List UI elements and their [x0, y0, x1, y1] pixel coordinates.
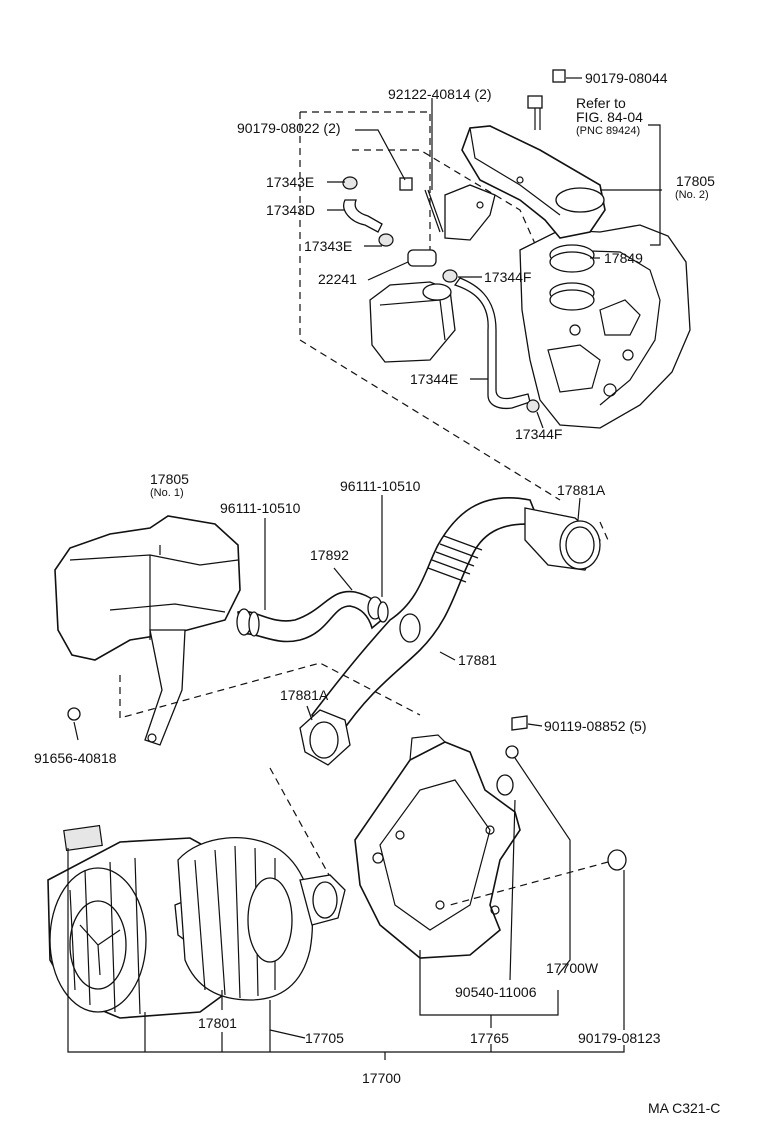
callout-90179-08123: 90179-08123: [578, 1030, 661, 1046]
callout-90540-11006: 90540-11006: [455, 984, 537, 1000]
callout-91656-40818: 91656-40818: [34, 750, 117, 766]
callout-17881A-lower: 17881A: [280, 687, 329, 703]
callout-17700W: 17700W: [546, 960, 599, 976]
callout-96111-10510-right: 96111-10510: [340, 478, 421, 494]
callout-17805-no1-sub: (No. 1): [150, 487, 184, 499]
tank-illustration: [369, 281, 456, 363]
callout-17892: 17892: [310, 547, 349, 563]
callout-17849: 17849: [604, 250, 643, 266]
mid-leader-lines: [67, 495, 581, 741]
callout-17881A-upper: 17881A: [557, 482, 606, 498]
callout-17705: 17705: [305, 1030, 344, 1046]
callout-92122-40814: 92122-40814 (2): [388, 86, 492, 102]
callout-17805-no2-sub: (No. 2): [675, 189, 709, 201]
callout-90119-08852: 90119-08852 (5): [544, 718, 646, 734]
callout-17765: 17765: [470, 1030, 509, 1046]
top-leader-lines: [327, 77, 662, 429]
blower-motor-assembly: [47, 824, 346, 1019]
callout-17343E-upper: 17343E: [266, 174, 314, 190]
mid-group-boundary: [119, 521, 609, 896]
hose-17892: [236, 590, 389, 643]
callout-17344E: 17344E: [410, 371, 458, 387]
callout-labels: 90179-08044 92122-40814 (2) Refer to FIG…: [34, 70, 720, 1116]
callout-17700: 17700: [362, 1070, 401, 1086]
bottom-leader-lines: [67, 723, 625, 1060]
callout-17344F-upper: 17344F: [484, 269, 531, 285]
vacuum-hoses: [342, 69, 566, 413]
callout-17805-no2: 17805: [676, 173, 715, 189]
callout-17343E-lower: 17343E: [304, 238, 352, 254]
refer-note-line2: FIG. 84-04: [576, 109, 643, 125]
callout-90179-08044: 90179-08044: [585, 70, 668, 86]
callout-96111-10510-left: 96111-10510: [220, 500, 301, 516]
callout-17343D: 17343D: [266, 202, 315, 218]
callout-17805-no1: 17805: [150, 471, 189, 487]
engine-block-illustration: [519, 224, 691, 429]
figure-code: MA C321-C: [648, 1100, 720, 1116]
air-intake-duct-no2: [444, 125, 606, 241]
air-duct-17881: [299, 497, 601, 766]
gasket-rings: [549, 244, 595, 311]
callout-17801: 17801: [198, 1015, 237, 1031]
refer-note-line3: (PNC 89424): [576, 125, 640, 137]
air-cleaner-box-no1: [54, 515, 241, 746]
callout-90179-08022: 90179-08022 (2): [237, 120, 341, 136]
refer-note-line1: Refer to: [576, 95, 626, 111]
callout-17344F-lower: 17344F: [515, 426, 562, 442]
callout-17881: 17881: [458, 652, 497, 668]
mounting-bracket: [354, 715, 627, 959]
callout-22241: 22241: [318, 271, 357, 287]
